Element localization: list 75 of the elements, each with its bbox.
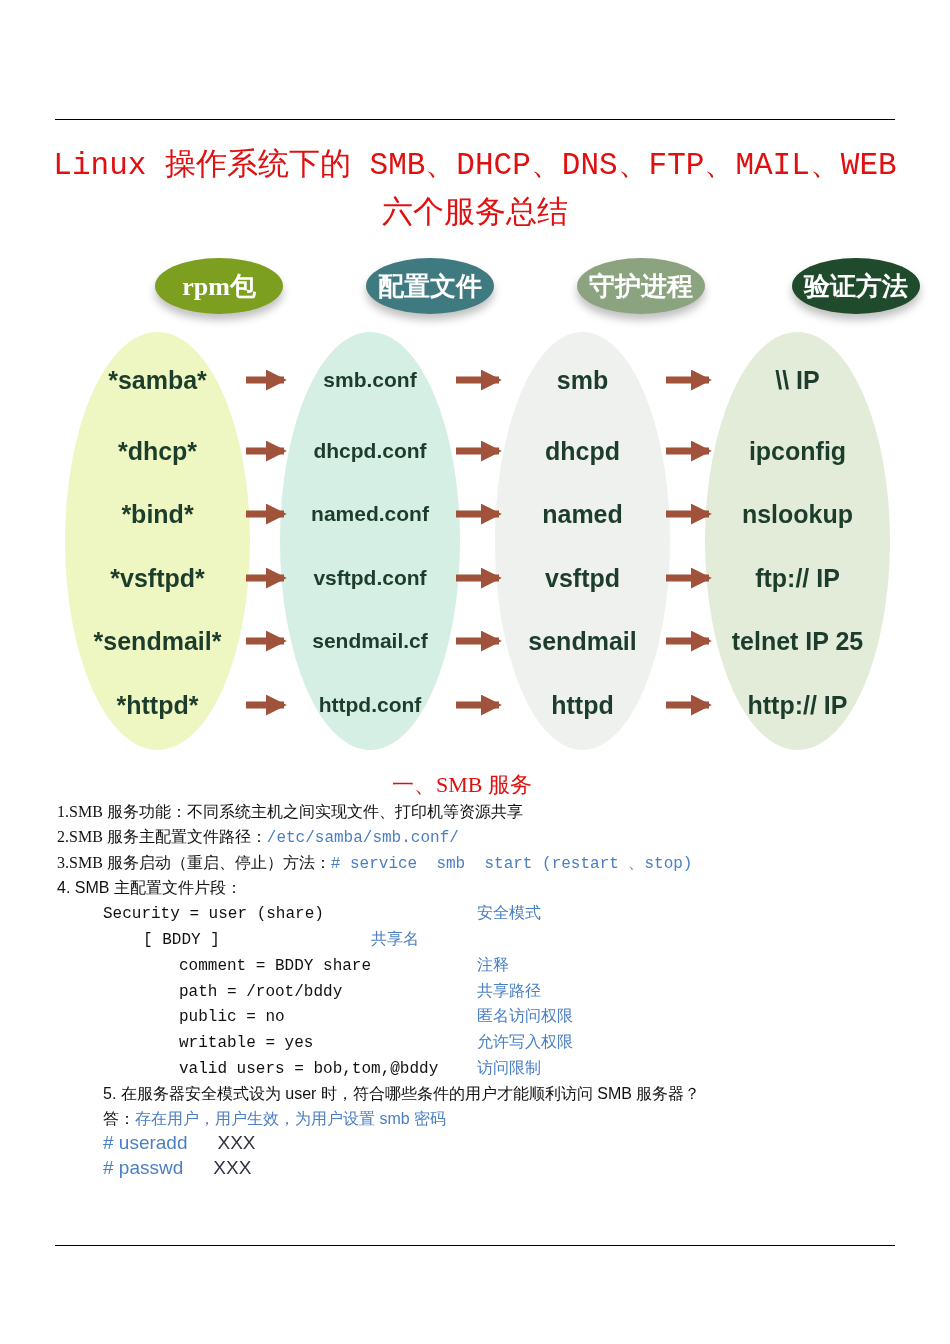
arrow — [666, 630, 712, 652]
arrow — [666, 694, 712, 716]
arrow — [456, 694, 502, 716]
service-item: *samba* — [71, 366, 244, 394]
arrow — [246, 440, 287, 462]
service-item: httpd.conf — [286, 691, 454, 719]
command-arg: XXX — [217, 1131, 256, 1156]
service-item: *vsftpd* — [71, 564, 244, 592]
service-item: sendmail.cf — [286, 627, 454, 655]
arrow — [666, 440, 712, 462]
command: # useradd — [103, 1131, 188, 1156]
service-item: sendmail — [501, 627, 664, 655]
service-item: ipconfig — [711, 437, 884, 465]
header-pill: 守护进程 — [577, 258, 705, 314]
list-item: 3.SMB 服务启动（重启、停止）方法： — [57, 853, 331, 871]
service-item: telnet IP 25 — [711, 627, 884, 655]
arrow — [456, 369, 502, 391]
service-item: *bind* — [71, 500, 244, 528]
service-item: named — [501, 500, 664, 528]
arrow — [246, 567, 287, 589]
config-note: 共享名 — [371, 929, 419, 949]
arrow — [666, 503, 712, 525]
service-item: smb — [501, 366, 664, 394]
service-item: *httpd* — [71, 691, 244, 719]
service-item: \\ IP — [711, 366, 884, 394]
config-note: 安全模式 — [477, 903, 541, 924]
list-item: 2.SMB 服务主配置文件路径： — [57, 827, 267, 845]
service-item: dhcpd — [501, 437, 664, 465]
service-item: http:// IP — [711, 691, 884, 719]
command: # service smb start (restart 、stop) — [330, 854, 693, 873]
arrow — [246, 630, 287, 652]
file-path: /etc/samba/smb.conf/ — [266, 828, 459, 847]
arrow — [456, 567, 502, 589]
service-item: named.conf — [286, 500, 454, 528]
arrow — [456, 630, 502, 652]
service-item: vsftpd — [501, 564, 664, 592]
header-pill: 验证方法 — [792, 258, 920, 314]
arrow — [666, 567, 712, 589]
list-item: 4. SMB 主配置文件片段： — [57, 879, 242, 897]
config-note: 共享路径 — [477, 980, 541, 1001]
arrow — [456, 503, 502, 525]
config-note: 访问限制 — [477, 1057, 541, 1078]
service-item: *dhcp* — [71, 437, 244, 465]
section-heading: 一、SMB 服务 — [392, 772, 532, 797]
command: # passwd — [103, 1156, 184, 1181]
service-item: httpd — [501, 691, 664, 719]
config-line: Security = user (share) — [103, 905, 324, 924]
config-line: valid users = bob,tom,@bddy — [179, 1059, 439, 1078]
config-note: 注释 — [477, 954, 509, 975]
arrow — [246, 694, 287, 716]
service-item: ftp:// IP — [711, 564, 884, 592]
header-pill: 配置文件 — [366, 258, 494, 314]
service-item: *sendmail* — [71, 627, 244, 655]
header-pill: rpm包 — [155, 258, 283, 314]
config-note: 允许写入权限 — [477, 1032, 573, 1053]
config-note: 匿名访问权限 — [477, 1006, 573, 1027]
arrow — [246, 369, 287, 391]
arrow — [246, 503, 287, 525]
config-line: [ BDDY ] — [143, 931, 220, 949]
answer: 存在用户，用户生效，为用户设置 smb 密码 — [135, 1109, 447, 1127]
command-arg: XXX — [213, 1156, 252, 1181]
title: Linux 操作系统下的 SMB、DHCP、DNS、FTP、MAIL、WEB 六个服务总结 — [52, 147, 898, 233]
arrow — [666, 369, 712, 391]
service-item: vsftpd.conf — [286, 564, 454, 592]
arrow — [456, 440, 502, 462]
list-item: 1.SMB 服务功能：不同系统主机之间实现文件、打印机等资源共享 — [57, 803, 523, 820]
question: 5. 在服务器安全模式设为 user 时，符合哪些条件的用户才能顺利访问 SMB 服务器？ — [103, 1084, 701, 1102]
config-line: writable = yes — [179, 1034, 314, 1053]
answer-prefix: 答： — [103, 1109, 135, 1127]
service-item: smb.conf — [286, 366, 454, 394]
config-line: comment = BDDY share — [179, 956, 372, 975]
service-item: dhcpd.conf — [286, 437, 454, 465]
config-line: path = /root/bddy — [179, 982, 343, 1001]
config-line: public = no — [179, 1008, 285, 1027]
service-item: nslookup — [711, 500, 884, 528]
